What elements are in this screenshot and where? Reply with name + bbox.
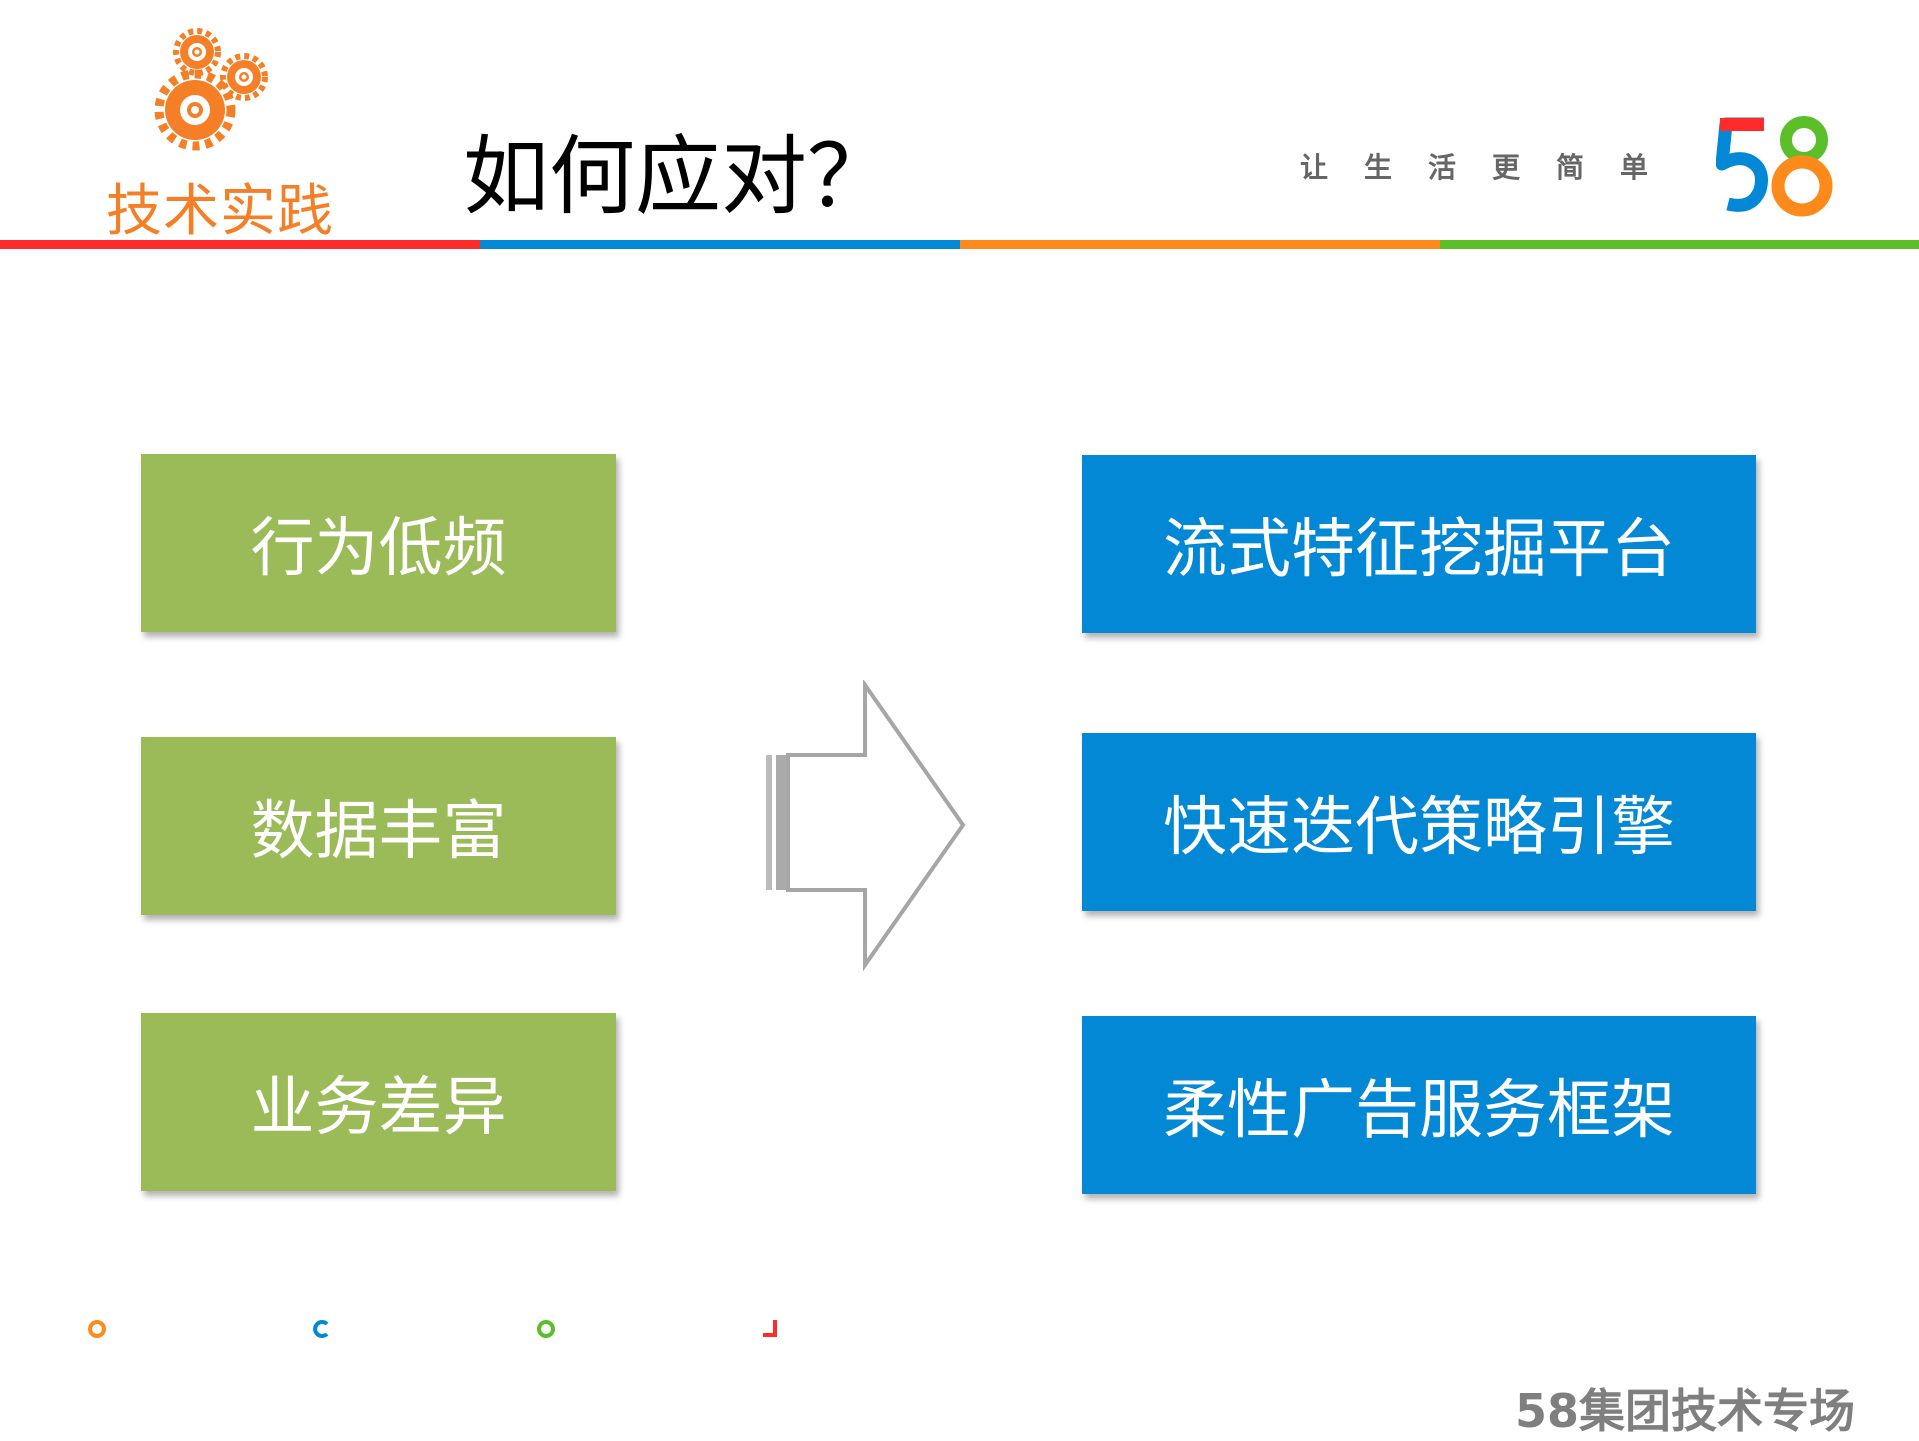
slogan: 让生活更简单: [1300, 151, 1685, 184]
solution-box: 柔性广告服务框架: [1082, 1016, 1756, 1194]
bullet-blue-icon: [313, 1320, 329, 1338]
solution-box: 流式特征挖掘平台: [1082, 455, 1756, 633]
arrow-right-icon: [766, 680, 966, 972]
logo-58: [1716, 116, 1833, 217]
section-label: 技术实践: [106, 179, 334, 244]
problem-box: 行为低频: [141, 454, 616, 632]
problem-box: 数据丰富: [141, 737, 616, 915]
rule-blue: [480, 240, 960, 249]
bullet-red-icon: [763, 1320, 777, 1337]
bullet-orange-icon: [88, 1320, 106, 1338]
footer-text: 58集团技术专场: [1515, 1384, 1856, 1438]
bullet-green-icon: [537, 1320, 555, 1338]
solution-box: 快速迭代策略引擎: [1082, 733, 1756, 911]
rule-orange: [960, 240, 1440, 249]
rule-red: [0, 240, 480, 249]
gears-icon: [154, 28, 268, 151]
problem-box: 业务差异: [141, 1013, 616, 1191]
rule-green: [1440, 240, 1919, 249]
page-title: 如何应对？: [463, 127, 893, 227]
